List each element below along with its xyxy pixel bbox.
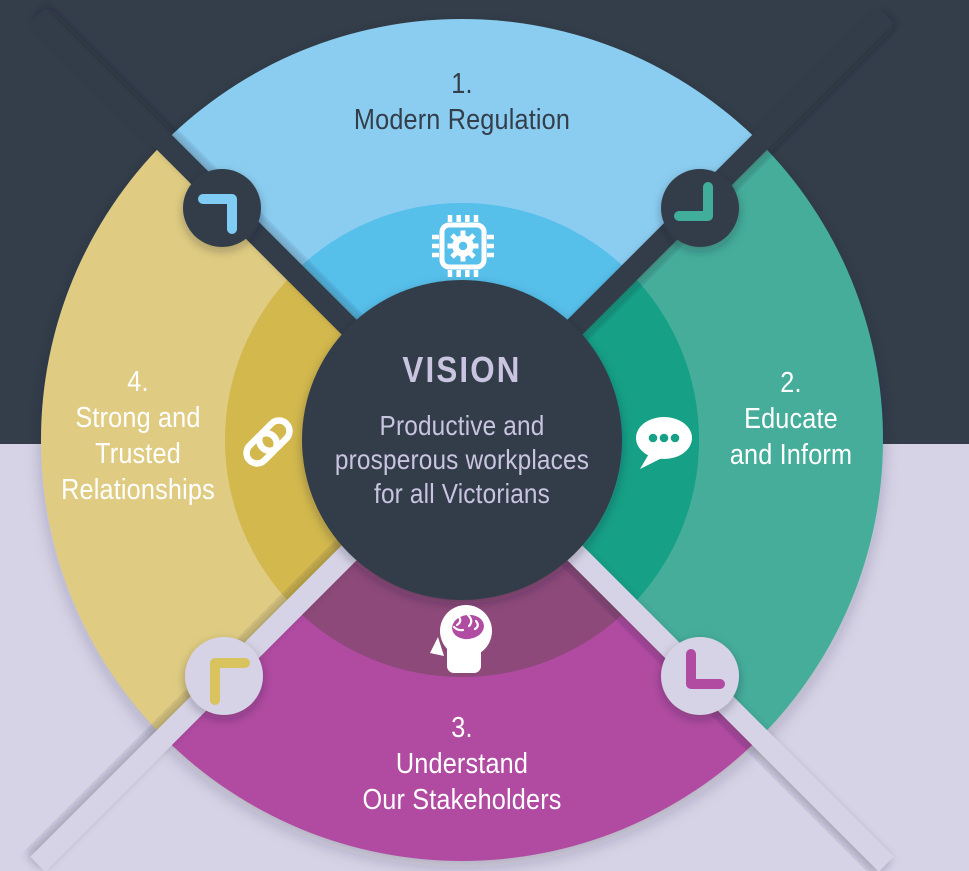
quadrant-number: 2.	[780, 367, 802, 399]
chain-link-icon	[243, 417, 293, 467]
label-strong-trusted-relationships: 4. Strong and Trusted Relationships	[61, 364, 215, 508]
quadrant-line: Understand	[395, 748, 529, 780]
corner-node-top-left	[183, 169, 261, 247]
corner-circle	[661, 637, 739, 715]
vision-line: for all Victorians	[374, 478, 550, 509]
quadrant-line: Modern Regulation	[353, 104, 571, 136]
quadrant-number: 3.	[451, 712, 473, 744]
corner-circle	[185, 637, 263, 715]
turn-arrow-bottom-right-icon	[686, 649, 725, 689]
head-brain-icon	[430, 605, 492, 673]
vision-line: Productive and	[379, 410, 545, 441]
vision-statement: Productive and prosperous workplaces for…	[335, 409, 589, 511]
turn-arrow-top-right-icon	[674, 182, 713, 221]
vision-title: VISION	[402, 349, 522, 390]
label-modern-regulation: 1. Modern Regulation	[354, 66, 570, 138]
corner-node-bottom-left	[185, 637, 263, 715]
corner-node-top-right	[661, 169, 739, 247]
vision-line: prosperous workplaces	[334, 444, 590, 475]
quadrant-line: and Inform	[729, 439, 853, 471]
vision-circle	[302, 280, 622, 600]
quadrant-number: 4.	[127, 366, 149, 398]
corner-node-bottom-right	[661, 637, 739, 715]
quadrant-line: Relationships	[61, 474, 215, 506]
speech-bubble-icon	[636, 417, 692, 469]
microchip-gear-icon	[432, 215, 494, 277]
turn-arrow-top-left-icon	[198, 194, 237, 234]
quadrant-line: Strong and	[75, 402, 201, 434]
quadrant-line: Educate	[744, 403, 838, 435]
corner-circle	[183, 169, 261, 247]
quadrant-line: Our Stakeholders	[362, 784, 562, 816]
corner-circle	[661, 169, 739, 247]
turn-arrow-bottom-left-icon	[210, 658, 250, 705]
quadrant-line: Trusted	[95, 438, 181, 470]
label-educate-and-inform: 2. Educate and Inform	[730, 365, 852, 473]
quadrant-number: 1.	[451, 68, 473, 100]
label-understand-our-stakeholders: 3. Understand Our Stakeholders	[362, 710, 561, 818]
